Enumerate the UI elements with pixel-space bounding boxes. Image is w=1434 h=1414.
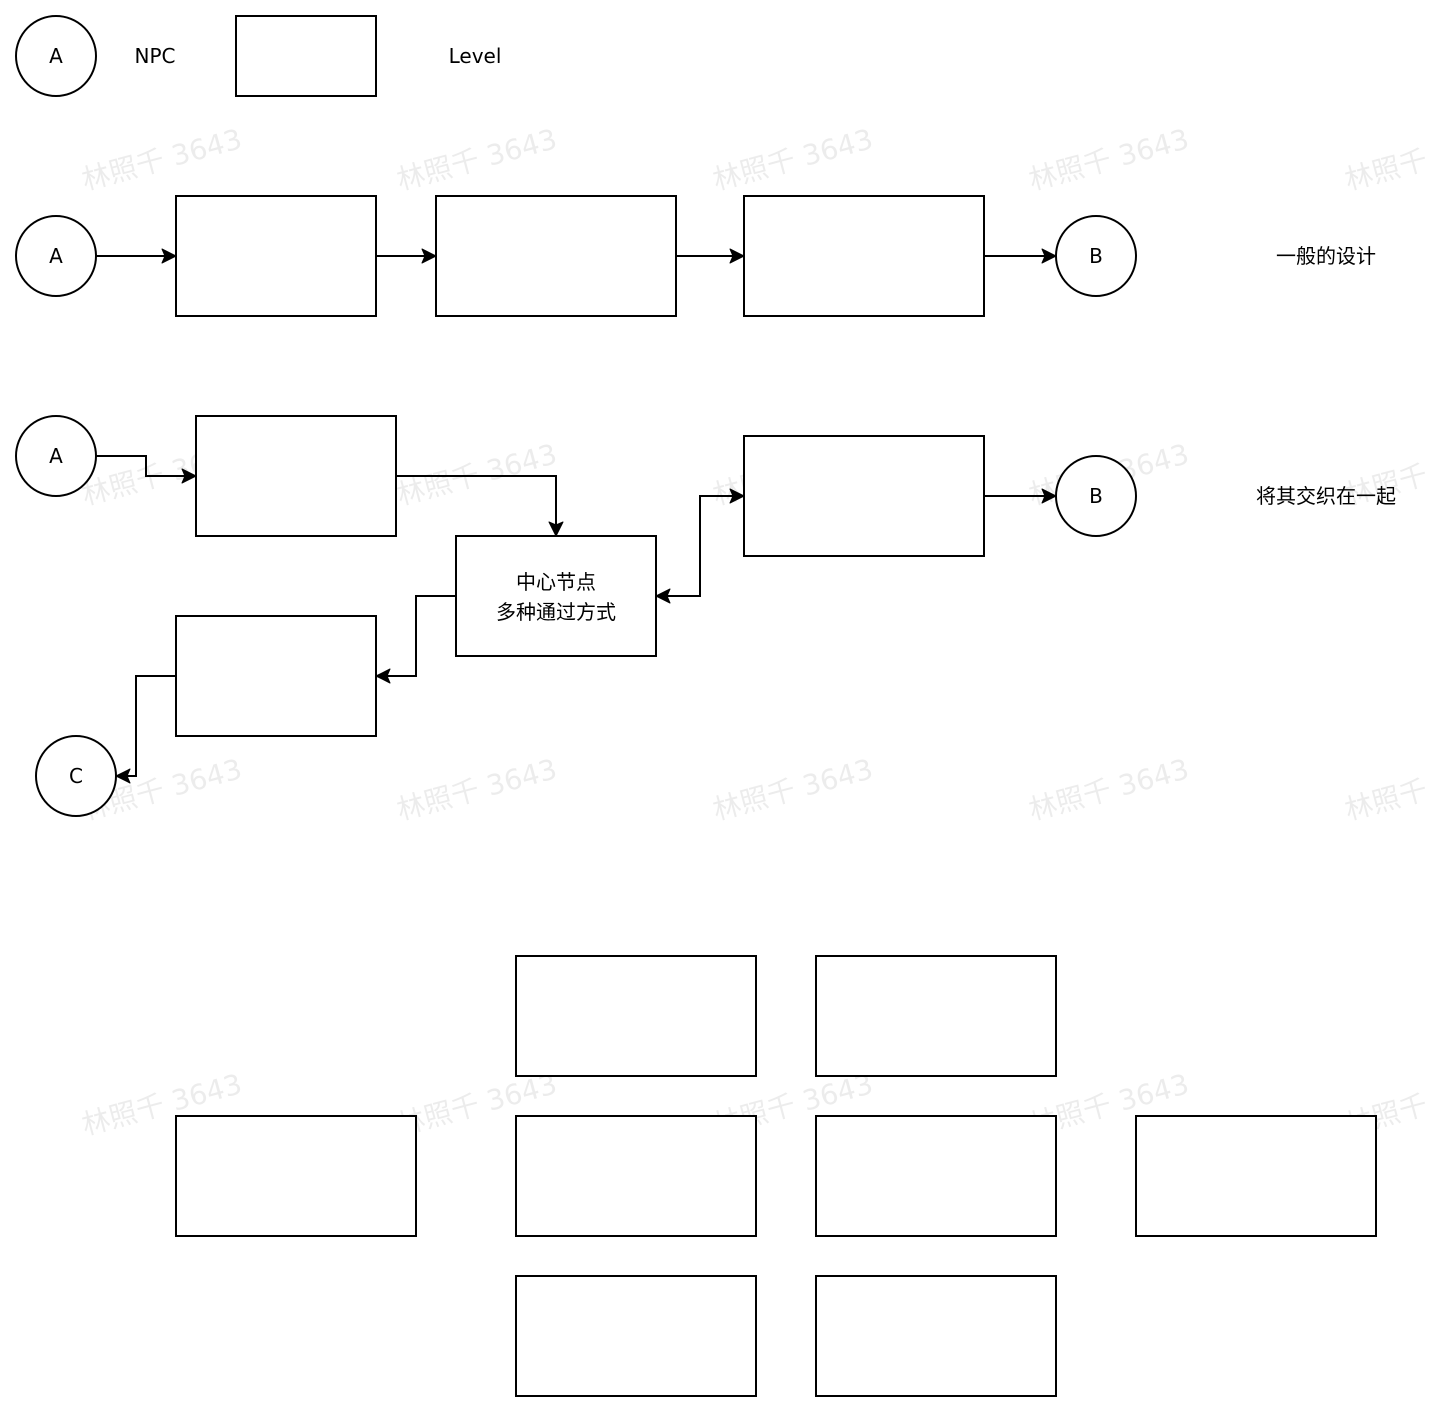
level-node: [175, 615, 377, 737]
level-node: [515, 1275, 757, 1397]
bidirectional-arrow: [666, 495, 734, 597]
hub-node: [455, 535, 657, 657]
legend: A NPC Level: [15, 15, 502, 97]
npc-node-end-label: B: [1089, 244, 1103, 268]
watermark-text: 林照千 3643: [1025, 752, 1192, 826]
npc-node-start-label: A: [49, 244, 63, 268]
level-node: [515, 1115, 757, 1237]
arrowhead-icon: [1041, 488, 1057, 504]
legend-level-node: [235, 15, 377, 97]
flow-arrow: [386, 595, 456, 677]
watermark-text: 林照千 3643: [78, 122, 245, 196]
legend-npc-symbol: A: [49, 44, 63, 68]
watermark-text: 林照千 3643: [393, 122, 560, 196]
level-node: [515, 955, 757, 1077]
hub-node-subtitle: 多种通过方式: [496, 600, 616, 624]
level-node: [743, 435, 985, 557]
arrowhead-icon: [548, 521, 564, 537]
level-node: [743, 195, 985, 317]
watermark-text: 林照千 3643: [709, 752, 876, 826]
general-design-row: A B 一般的设计: [15, 195, 1376, 317]
interwoven-design-caption: 将其交织在一起: [1256, 484, 1396, 508]
flow-arrow: [126, 675, 176, 777]
npc-node-start-label: A: [49, 444, 63, 468]
legend-npc-node: [15, 15, 97, 97]
level-node: [815, 1115, 1057, 1237]
legend-level-label: Level: [449, 44, 502, 68]
npc-node-branch-label: C: [69, 764, 83, 788]
watermark-text: 林照千 3643: [1025, 122, 1192, 196]
arrowhead-icon: [729, 248, 745, 264]
watermark-text: 林照千 3643: [1341, 752, 1434, 826]
arrowhead-icon: [1041, 248, 1057, 264]
level-node: [435, 195, 677, 317]
npc-node-end-label: B: [1089, 484, 1103, 508]
arrowhead-icon: [161, 248, 177, 264]
watermark-text: 林照千 3643: [709, 122, 876, 196]
hub-node-title: 中心节点: [516, 570, 596, 594]
watermark-text: 林照千 3643: [393, 752, 560, 826]
flow-arrow: [396, 475, 557, 526]
arrowhead-icon: [375, 668, 391, 684]
arrowhead-icon: [181, 468, 197, 484]
legend-npc-label: NPC: [135, 44, 176, 68]
watermark-text: 林照千 3643: [393, 437, 560, 511]
watermark-text: 林照千 3643: [1341, 122, 1434, 196]
level-node: [815, 1275, 1057, 1397]
arrowhead-icon: [655, 588, 671, 604]
interwoven-design-row: A 中心节点 多种通过方式 B C 将其交织在一起: [15, 415, 1396, 817]
arrowhead-icon: [115, 768, 131, 784]
level-node: [175, 1115, 417, 1237]
general-design-caption: 一般的设计: [1276, 244, 1376, 268]
level-node: [815, 955, 1057, 1077]
arrowhead-icon: [729, 488, 745, 504]
level-grid: [175, 955, 1377, 1397]
level-node: [175, 195, 377, 317]
level-node: [1135, 1115, 1377, 1237]
level-node: [195, 415, 397, 537]
flow-arrow: [96, 455, 186, 477]
arrowhead-icon: [421, 248, 437, 264]
